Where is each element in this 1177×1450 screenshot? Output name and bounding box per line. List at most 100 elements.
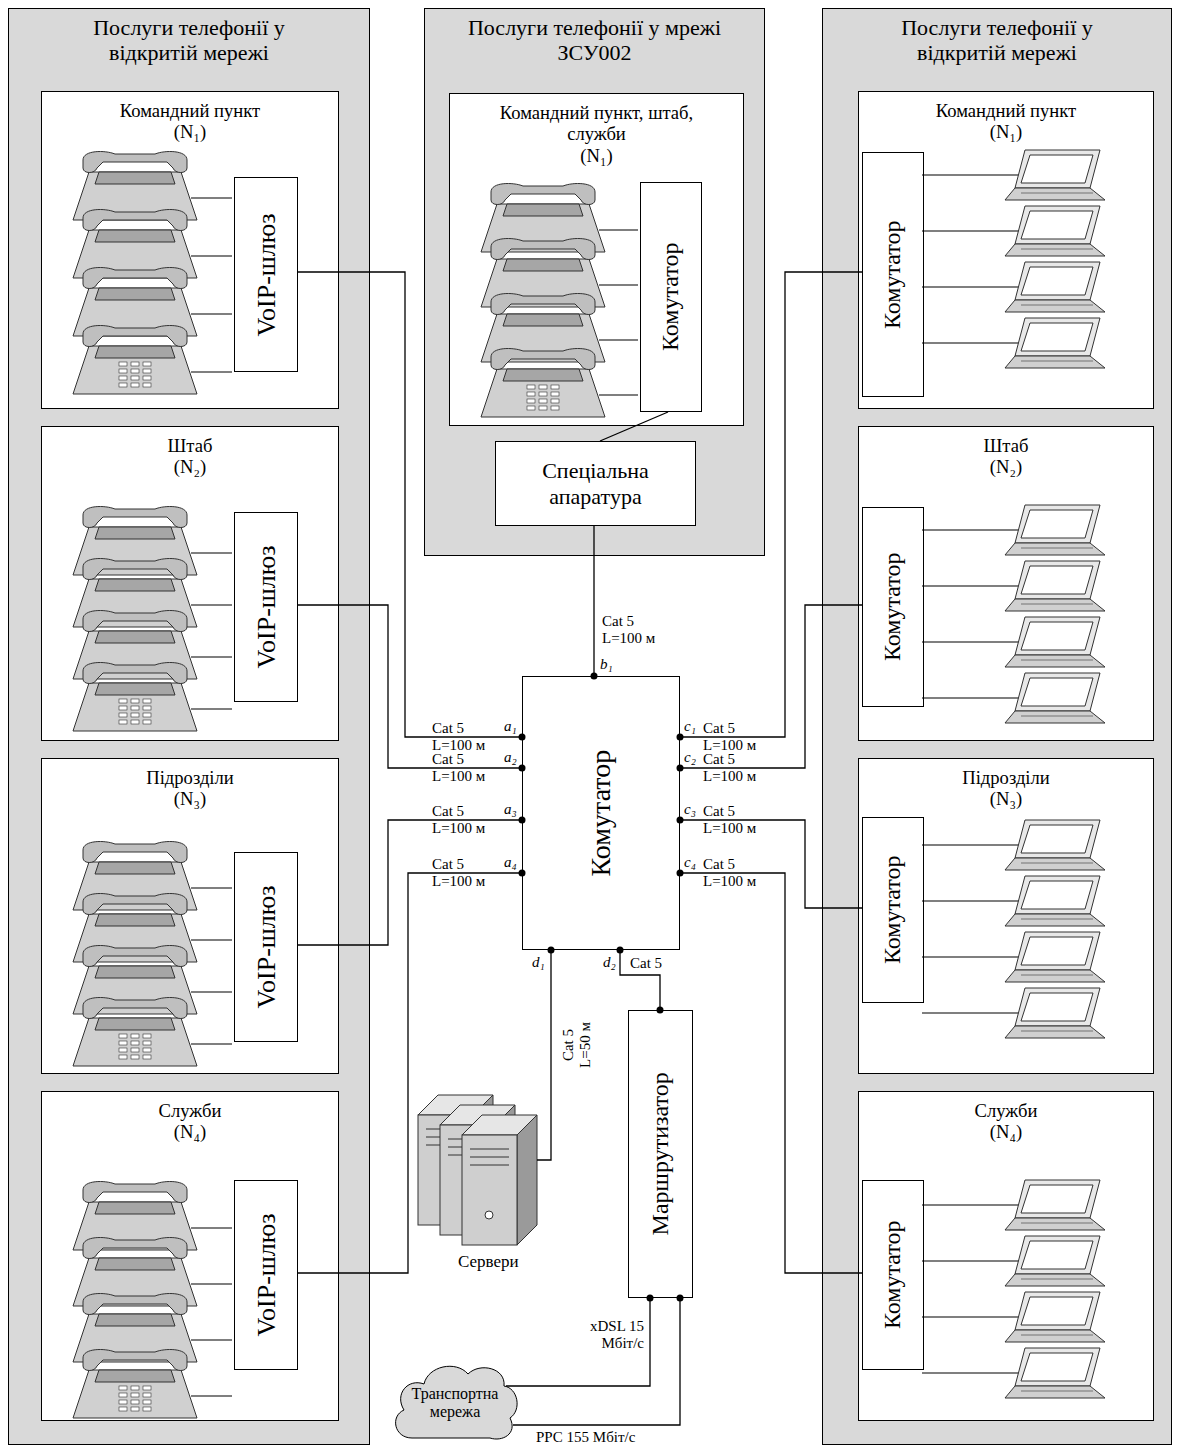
phone-key: [131, 362, 139, 366]
cable-label: Cat 5 L=100 м: [432, 803, 504, 838]
node-label: (N₁): [859, 121, 1153, 142]
laptop-screen: [1021, 881, 1093, 909]
phone-key: [119, 699, 127, 703]
port-label: b₁: [600, 656, 613, 673]
laptop-base: [1005, 188, 1105, 200]
laptop-icon: [1005, 1180, 1105, 1230]
node-label: Послуги телефонії у мрежі ЗСУ002: [465, 15, 725, 66]
laptop-cable: [922, 174, 1019, 175]
phone-key: [131, 1400, 139, 1404]
phone-panel: [95, 346, 175, 358]
phone-key: [131, 720, 139, 724]
port-label: d₂: [603, 954, 616, 971]
node-label: (N₄): [42, 1121, 338, 1142]
port-label: a₁: [504, 718, 517, 735]
phone-key: [143, 1048, 151, 1052]
phone-body: [73, 1018, 197, 1066]
phone-handset: [83, 326, 187, 347]
phone-key: [143, 1041, 151, 1045]
phone-handset: [83, 663, 187, 684]
device-box: VoIP-шлюз: [234, 177, 298, 372]
phone-key: [119, 1407, 127, 1411]
device-box: Комутатор: [862, 507, 924, 707]
cable-line: [680, 272, 862, 737]
laptop-lid: [1015, 1292, 1100, 1330]
device-box: Комутатор: [862, 817, 924, 1003]
laptop-screen: [1021, 622, 1093, 650]
phone-handset: [83, 1294, 187, 1315]
phone-key: [119, 1400, 127, 1404]
phone-key: [143, 706, 151, 710]
node-label: VoIP-шлюз: [251, 546, 281, 669]
phone-cable: [191, 255, 232, 256]
phone-key: [131, 699, 139, 703]
phone-key: [539, 399, 547, 403]
phone-handset: [83, 152, 187, 173]
phone-key: [143, 376, 151, 380]
cable-label: Cat 5 L=100 м: [703, 751, 775, 786]
port-label: c₂: [684, 749, 696, 766]
phone-key: [143, 1407, 151, 1411]
node-label: VoIP-шлюз: [251, 1214, 281, 1337]
node-label: (N₂): [859, 456, 1153, 477]
laptop-screen: [1021, 267, 1093, 295]
laptop-cable: [922, 1372, 1019, 1373]
server-icons: [418, 1095, 537, 1245]
cloud-outline: [396, 1366, 518, 1439]
node-label: Комутатор: [657, 243, 685, 352]
phone-cable: [191, 1339, 232, 1340]
laptop-base: [1005, 1274, 1105, 1286]
laptop-screen: [1021, 1297, 1093, 1325]
laptop-keys: [1021, 716, 1093, 717]
laptop-screen: [1021, 155, 1093, 183]
phone-key: [527, 406, 535, 410]
phone-key: [119, 1034, 127, 1038]
cable-line: [593, 526, 594, 676]
phone-cable: [191, 1043, 232, 1044]
laptop-base: [1005, 970, 1105, 982]
phone-cable: [191, 313, 232, 314]
laptop-keys: [1021, 361, 1093, 362]
phone-handset: [491, 184, 595, 205]
phone-cable: [191, 1283, 232, 1284]
phone-key: [119, 1386, 127, 1390]
laptop-screen: [1021, 678, 1093, 706]
phone-panel: [95, 966, 175, 978]
port-label: c₁: [684, 718, 696, 735]
phone-panel: [95, 230, 175, 242]
node-label: Комутатор: [879, 220, 907, 329]
phone-handset: [83, 268, 187, 289]
cable-label: Cat 5 L=100 м: [432, 751, 504, 786]
laptop-lid: [1015, 561, 1100, 599]
phone-handset: [83, 842, 187, 863]
unit-box: Командний пункт, штаб, служби(N₁)Комутат…: [449, 93, 744, 426]
laptop-lid: [1015, 617, 1100, 655]
laptop-base: [1005, 1218, 1105, 1230]
laptop-keys: [1021, 975, 1093, 976]
cable-label: Cat 5 L=100 м: [432, 720, 504, 755]
phone-panel: [503, 259, 583, 271]
node-label: Штаб: [859, 435, 1153, 456]
phone-key: [143, 383, 151, 387]
laptop-base: [1005, 711, 1105, 723]
laptop-lid: [1015, 505, 1100, 543]
device-box: Комутатор: [640, 182, 702, 412]
phone-cable: [191, 656, 232, 657]
laptop-base: [1005, 356, 1105, 368]
phone-key: [131, 706, 139, 710]
phone-key: [119, 1048, 127, 1052]
phone-key: [119, 713, 127, 717]
laptop-lid: [1015, 988, 1100, 1026]
node-label: Командний пункт: [42, 100, 338, 121]
laptop-cable: [922, 585, 1019, 586]
server-tower: [462, 1115, 537, 1245]
phone-key: [131, 1393, 139, 1397]
laptop-lid: [1015, 673, 1100, 711]
phone-key: [551, 392, 559, 396]
phone-panel: [95, 1018, 175, 1030]
laptop-cable: [922, 956, 1019, 957]
device-box: Маршрутизатор: [628, 1010, 693, 1298]
laptop-cable: [922, 230, 1019, 231]
unit-box: Штаб(N₂) Комутатор: [858, 426, 1154, 741]
